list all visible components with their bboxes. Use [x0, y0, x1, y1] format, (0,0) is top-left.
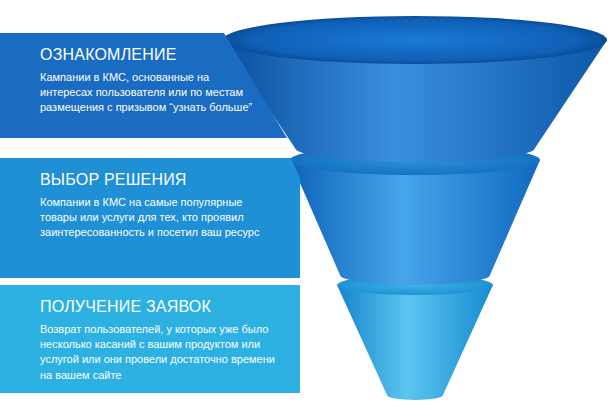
funnel-stage-band: ВЫБОР РЕШЕНИЯ Компании в КМС на самые поп…: [0, 158, 300, 278]
funnel-stage-band: ПОЛУЧЕНИЕ ЗАЯВОК Возврат пользователей, у…: [0, 285, 300, 393]
stage-heading: ОЗНАКОМЛЕНИЕ: [40, 46, 255, 64]
stage-description: Возврат пользователей, у которых уже был…: [40, 322, 290, 383]
stage-description: Кампании в КМС, основанные на интересах …: [40, 70, 255, 116]
funnel-stage-band: ОЗНАКОМЛЕНИЕ Кампании в КМС, основанные н…: [0, 33, 300, 138]
stage-heading: ВЫБОР РЕШЕНИЯ: [40, 171, 270, 189]
stage-description: Компании в КМС на самые популярные товар…: [40, 195, 270, 241]
stage-heading: ПОЛУЧЕНИЕ ЗАЯВОК: [40, 298, 290, 316]
